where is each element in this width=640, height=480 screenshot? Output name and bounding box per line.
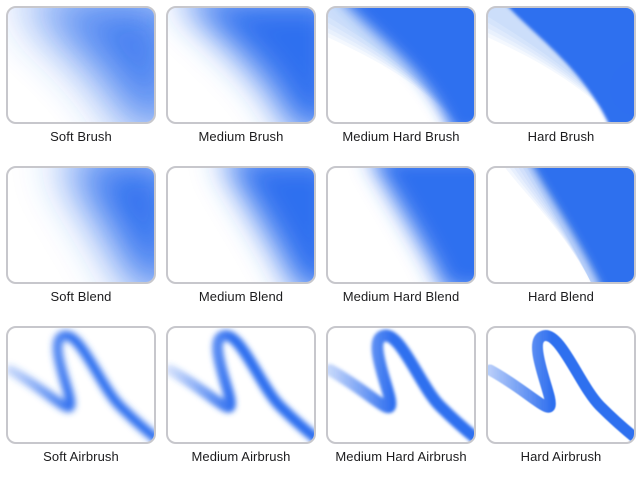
preset-hard-blend[interactable]: Hard Blend bbox=[486, 166, 636, 316]
soft-blend-swatch bbox=[6, 166, 156, 284]
preset-soft-blend[interactable]: Soft Blend bbox=[6, 166, 156, 316]
soft-blend-swatch-icon bbox=[67, 168, 154, 282]
preset-label: Hard Blend bbox=[527, 289, 595, 304]
preset-soft-brush[interactable]: Soft Brush bbox=[6, 6, 156, 156]
preset-label: Medium Airbrush bbox=[191, 449, 291, 464]
preset-hard-airbrush[interactable]: Hard Airbrush bbox=[486, 326, 636, 476]
airbrush-stroke bbox=[8, 330, 154, 442]
airbrush-stroke bbox=[488, 330, 634, 442]
preset-medium-blend[interactable]: Medium Blend bbox=[166, 166, 316, 316]
brush-stroke bbox=[509, 8, 634, 122]
medium-hard-blend-swatch-icon bbox=[375, 168, 474, 282]
hard-blend-swatch bbox=[486, 166, 636, 284]
blend-fill bbox=[375, 168, 474, 282]
preset-label: Medium Blend bbox=[198, 289, 284, 304]
preset-soft-airbrush[interactable]: Soft Airbrush bbox=[6, 326, 156, 476]
medium-airbrush-swatch-icon bbox=[168, 330, 314, 442]
preset-medium-hard-airbrush[interactable]: Medium Hard Airbrush bbox=[326, 326, 476, 476]
hard-brush-swatch-icon bbox=[488, 8, 634, 122]
hard-blend-swatch-icon bbox=[505, 168, 634, 282]
medium-brush-swatch-icon bbox=[189, 8, 314, 122]
preset-label: Medium Hard Blend bbox=[342, 289, 460, 304]
preset-hard-brush[interactable]: Hard Brush bbox=[486, 6, 636, 156]
medium-blend-swatch-icon bbox=[227, 168, 314, 282]
preset-label: Medium Hard Brush bbox=[342, 129, 460, 144]
preset-label: Medium Hard Airbrush bbox=[335, 449, 467, 464]
hard-brush-swatch bbox=[486, 6, 636, 124]
medium-brush-swatch bbox=[166, 6, 316, 124]
soft-brush-swatch bbox=[6, 6, 156, 124]
brush-stroke bbox=[29, 8, 154, 122]
airbrush-stroke bbox=[168, 330, 314, 442]
medium-blend-swatch bbox=[166, 166, 316, 284]
preset-medium-hard-blend[interactable]: Medium Hard Blend bbox=[326, 166, 476, 316]
preset-label: Hard Airbrush bbox=[520, 449, 602, 464]
preset-label: Hard Brush bbox=[527, 129, 595, 144]
preset-label: Soft Airbrush bbox=[43, 449, 119, 464]
preset-medium-hard-brush[interactable]: Medium Hard Brush bbox=[326, 6, 476, 156]
preset-medium-airbrush[interactable]: Medium Airbrush bbox=[166, 326, 316, 476]
medium-hard-airbrush-swatch bbox=[326, 326, 476, 444]
brush-stroke bbox=[189, 8, 314, 122]
medium-airbrush-swatch bbox=[166, 326, 316, 444]
medium-hard-brush-swatch bbox=[326, 6, 476, 124]
hard-airbrush-swatch-icon bbox=[488, 330, 634, 442]
brush-stroke bbox=[349, 8, 474, 122]
blend-fill bbox=[505, 168, 634, 282]
medium-hard-blend-swatch bbox=[326, 166, 476, 284]
medium-hard-airbrush-swatch-icon bbox=[328, 329, 474, 442]
soft-airbrush-swatch-icon bbox=[8, 330, 154, 442]
preset-medium-brush[interactable]: Medium Brush bbox=[166, 6, 316, 156]
preset-label: Soft Brush bbox=[50, 129, 112, 144]
hard-airbrush-swatch bbox=[486, 326, 636, 444]
airbrush-stroke bbox=[328, 329, 474, 442]
soft-airbrush-swatch bbox=[6, 326, 156, 444]
preset-label: Soft Blend bbox=[50, 289, 112, 304]
preset-label: Medium Brush bbox=[198, 129, 284, 144]
brush-dab bbox=[610, 60, 634, 116]
soft-brush-swatch-icon bbox=[29, 8, 154, 122]
blend-fill bbox=[227, 168, 314, 282]
medium-hard-brush-swatch-icon bbox=[328, 8, 474, 122]
blend-fill bbox=[67, 168, 154, 282]
